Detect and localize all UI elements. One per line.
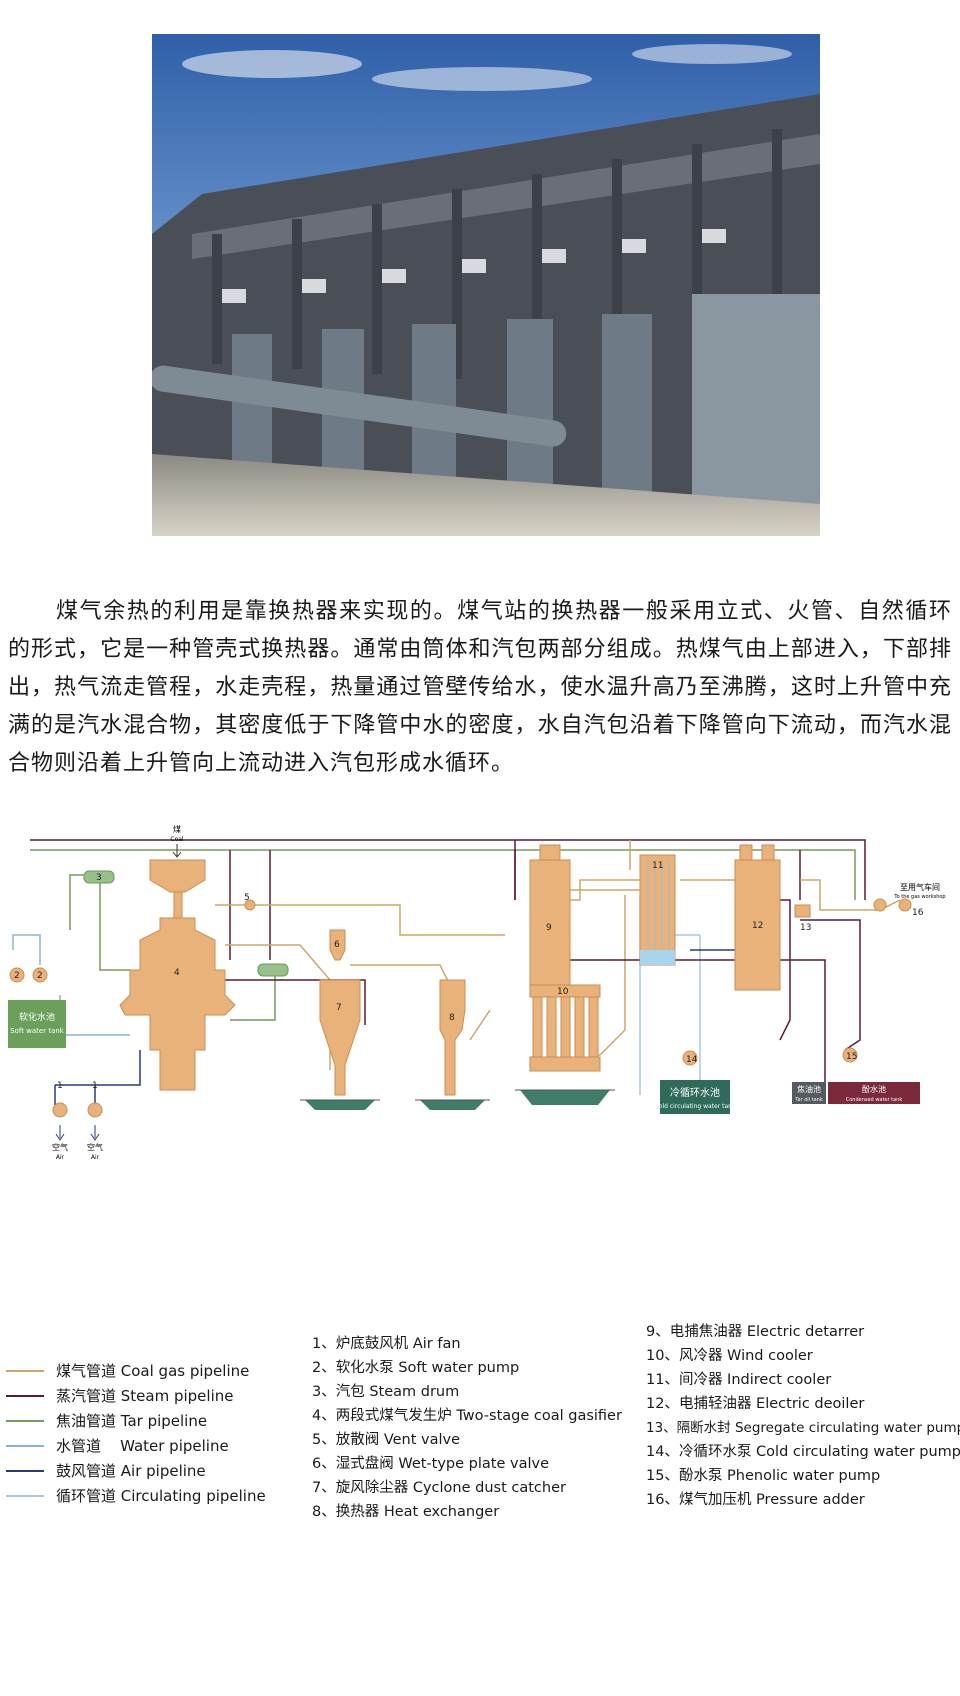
equipment-item: 5、放散阀 Vent valve xyxy=(312,1432,461,1448)
equipment-item: 11、间冷器 Indirect cooler xyxy=(646,1372,832,1388)
equipment-item: 14、冷循环水泵 Cold circulating water pump xyxy=(646,1444,960,1460)
equipment-item: 13、隔断水封 Segregate circulating water pump xyxy=(646,1420,960,1436)
air-arrow-icon xyxy=(90,1125,100,1141)
water-line-swatch xyxy=(6,1445,44,1447)
equipment-item: 12、电捕轻油器 Electric deoiler xyxy=(646,1396,865,1412)
label-1a: 1 xyxy=(57,1081,63,1091)
label-6: 6 xyxy=(334,940,340,950)
cyclone-dust-catcher xyxy=(319,979,361,1096)
label-12: 12 xyxy=(752,921,763,931)
label-14: 14 xyxy=(686,1055,698,1065)
equipment-item: 4、两段式煤气发生炉 Two-stage coal gasifier xyxy=(312,1408,622,1424)
wind-cooler xyxy=(529,1056,601,1072)
label-2a: 2 xyxy=(14,971,20,981)
label-3: 3 xyxy=(96,873,102,883)
label-7: 7 xyxy=(336,1003,342,1013)
svg-text:冷循环水池: 冷循环水池 xyxy=(670,1086,720,1099)
steam-line-swatch xyxy=(6,1395,44,1397)
equipment-item: 3、汽包 Steam drum xyxy=(312,1384,460,1400)
soft-water-tank: 软化水池 Soft water tank xyxy=(8,1000,66,1048)
svg-text:酚水池: 酚水池 xyxy=(862,1084,886,1094)
coal-label: 煤 xyxy=(173,824,181,834)
label-10: 10 xyxy=(557,987,569,997)
label-5: 5 xyxy=(244,893,250,903)
segregate-water-seal xyxy=(794,904,811,918)
svg-text:Air: Air xyxy=(91,1154,100,1161)
svg-text:Tar oil tank: Tar oil tank xyxy=(794,1097,823,1103)
heat-exchanger xyxy=(439,979,466,1096)
wet-type-plate-valve xyxy=(329,929,346,961)
air-pipeline xyxy=(55,1050,141,1086)
svg-text:Condensed water tank: Condensed water tank xyxy=(846,1097,903,1103)
coal-hopper xyxy=(149,859,206,893)
phenol-water-tank: 酚水池 Condensed water tank xyxy=(828,1082,920,1104)
equipment-item: 6、湿式盘阀 Wet-type plate valve xyxy=(312,1456,549,1472)
label-15: 15 xyxy=(846,1052,857,1062)
equipment-item: 15、酚水泵 Phenolic water pump xyxy=(646,1468,881,1484)
svg-text:焦油池: 焦油池 xyxy=(797,1084,821,1094)
svg-text:Air: Air xyxy=(56,1154,65,1161)
equipment-item: 16、煤气加压机 Pressure adder xyxy=(646,1492,865,1508)
svg-text:软化水池: 软化水池 xyxy=(19,1011,55,1023)
label-11: 11 xyxy=(652,861,663,871)
coal-label-en: Coal xyxy=(170,836,184,843)
label-16: 16 xyxy=(912,908,924,918)
cold-circulating-water-pump xyxy=(682,1050,698,1066)
cold-circulating-water-tank: 冷循环水池 Cold circulating water tank xyxy=(655,1080,736,1114)
electric-detarrer xyxy=(529,859,571,991)
label-13: 13 xyxy=(800,923,811,933)
equipment-item: 7、旋风除尘器 Cyclone dust catcher xyxy=(312,1480,566,1496)
tar-oil-tank: 焦油池 Tar oil tank xyxy=(792,1082,826,1104)
label-8: 8 xyxy=(449,1013,455,1023)
gas-workshop-label-en: To the gas workshop xyxy=(893,894,945,900)
phenolic-water-pump xyxy=(842,1047,858,1063)
label-2b: 2 xyxy=(37,971,43,981)
two-stage-coal-gasifier xyxy=(119,917,236,1091)
coal-gas-line-swatch xyxy=(6,1370,44,1372)
equipment-item: 9、电捕焦油器 Electric detarrer xyxy=(646,1324,865,1340)
air-arrow-icon xyxy=(55,1125,65,1141)
svg-text:Soft water tank: Soft water tank xyxy=(10,1027,65,1035)
svg-text:空气: 空气 xyxy=(52,1142,68,1152)
tar-line-swatch xyxy=(6,1420,44,1422)
label-9: 9 xyxy=(546,923,552,933)
tar-pipeline-top xyxy=(30,849,856,900)
indirect-cooler xyxy=(639,854,676,966)
equipment-item: 1、炉底鼓风机 Air fan xyxy=(312,1336,461,1352)
legend: 煤气管道 Coal gas pipeline 蒸汽管道 Steam pipeli… xyxy=(0,1320,960,1530)
coal-gas-pipeline xyxy=(215,904,505,936)
equipment-item: 2、软化水泵 Soft water pump xyxy=(312,1360,520,1376)
steam-drum xyxy=(83,870,115,884)
steam-pipeline-top xyxy=(30,839,866,900)
pressure-adder xyxy=(873,898,887,912)
gas-workshop-label: 至用气车间 xyxy=(900,882,940,892)
air-fan xyxy=(52,1102,68,1118)
label-1b: 1 xyxy=(92,1081,98,1091)
svg-text:Cold circulating water tank: Cold circulating water tank xyxy=(655,1103,736,1110)
electric-deoiler xyxy=(734,859,781,991)
circulating-line-swatch xyxy=(6,1495,44,1497)
arrow-down-icon xyxy=(172,844,182,858)
intro-paragraph: 煤气余热的利用是靠换热器来实现的。煤气站的换热器一般采用立式、火管、自然循环的形… xyxy=(8,599,952,776)
plant-photo xyxy=(152,34,820,536)
air-line-swatch xyxy=(6,1470,44,1472)
equipment-item: 8、换热器 Heat exchanger xyxy=(312,1504,500,1520)
label-4: 4 xyxy=(174,968,180,978)
svg-text:空气: 空气 xyxy=(87,1142,103,1152)
vent-valve xyxy=(244,899,256,911)
soft-water-pump xyxy=(9,967,25,983)
equipment-item: 10、风冷器 Wind cooler xyxy=(646,1348,813,1364)
process-flow-diagram: 软化水池 Soft water tank 冷循环水池 Cold circulat… xyxy=(0,820,960,1260)
